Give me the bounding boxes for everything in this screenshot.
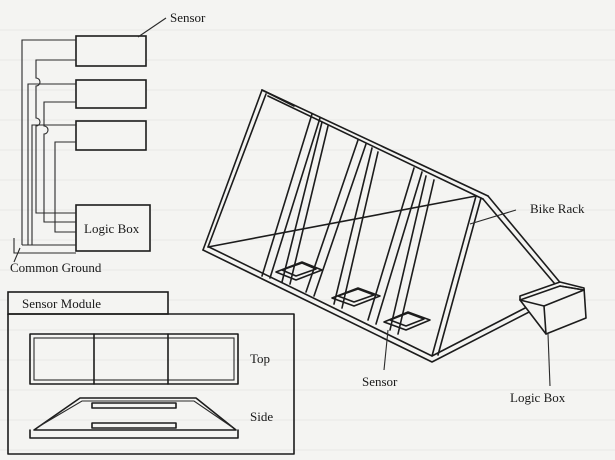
rack-top-ridge xyxy=(261,89,489,200)
sensor-module-title: Sensor Module xyxy=(22,296,101,311)
top-view-label: Top xyxy=(250,351,270,366)
sensor-box-2 xyxy=(75,79,147,109)
common-ground-label: Common Ground xyxy=(10,260,102,275)
sensor-leader xyxy=(137,17,167,38)
wiring-schematic: Sensor Logic Box Common Ground xyxy=(10,10,206,275)
rack-uprights xyxy=(261,113,435,335)
logic-box-schematic xyxy=(75,204,151,252)
sensor-box-3 xyxy=(75,120,147,151)
common-ground-leader xyxy=(13,247,21,263)
sensor-module-frame xyxy=(7,313,295,455)
bike-rack-drawing xyxy=(202,89,587,387)
side-view-label: Side xyxy=(250,409,273,424)
rack-sloped-face xyxy=(261,89,569,357)
rack-logic-box xyxy=(519,281,587,335)
sensor-module-side-view xyxy=(29,397,239,439)
sensor-module-panel: Sensor Module Top Side xyxy=(7,291,295,455)
sensor-label: Sensor xyxy=(170,10,206,25)
logic-box-rack-label: Logic Box xyxy=(510,390,566,405)
logic-box-rack-leader xyxy=(547,333,551,387)
bike-rack-leader xyxy=(469,209,517,225)
rack-sensor-pads xyxy=(275,261,431,331)
sensor-wires xyxy=(13,39,76,254)
logic-box-label: Logic Box xyxy=(84,221,140,236)
bike-rack-label: Bike Rack xyxy=(530,201,585,216)
sensor-rack-label: Sensor xyxy=(362,374,398,389)
sensor-box-1 xyxy=(75,35,147,67)
sensor-module-top-view xyxy=(29,333,239,385)
sensor-rack-leader xyxy=(383,329,389,371)
